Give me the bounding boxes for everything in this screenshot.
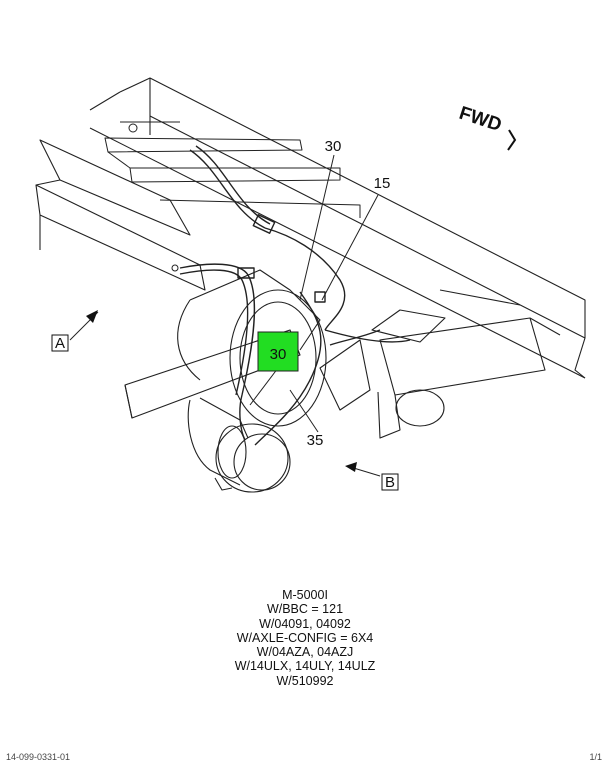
note-line: W/BBC = 121	[266, 602, 344, 617]
cross-members	[104, 121, 361, 272]
view-b-label: B	[385, 474, 395, 491]
note-line: W/04091, 04092	[259, 616, 351, 631]
view-b-arrowhead	[345, 462, 357, 472]
page-number: 1/1	[589, 752, 602, 762]
view-a-arrowhead	[86, 310, 98, 323]
callout-hose-right[interactable]: 15	[374, 175, 391, 192]
axle-housing	[124, 269, 327, 427]
callout-hose-upper[interactable]: 30	[325, 138, 342, 155]
parts-diagram: 30 30 15 35 A B FWD	[35, 77, 586, 493]
drawing-number: 14-099-0331-01	[6, 752, 71, 762]
fwd-label: FWD	[456, 103, 504, 136]
note-line: M-5000I	[282, 588, 328, 602]
frame-rail-upper	[89, 77, 586, 379]
callout-hose-lower[interactable]: 35	[307, 432, 324, 449]
air-hoses	[179, 145, 411, 446]
note-line: W/AXLE-CONFIG = 6X4	[236, 630, 374, 645]
brake-chamber	[187, 397, 291, 493]
view-a-label: A	[55, 335, 65, 352]
fwd-arrow-icon	[507, 129, 517, 151]
view-a-box	[51, 334, 69, 352]
note-line: W/510992	[276, 673, 334, 688]
highlight-callout-box[interactable]	[257, 331, 299, 372]
mounting-bracket	[319, 289, 561, 439]
applicability-notes: M-5000I W/BBC = 121 W/04091, 04092 W/AXL…	[0, 588, 610, 688]
note-line: W/04AZA, 04AZJ	[256, 645, 354, 660]
frame-rail-left	[35, 139, 206, 291]
note-line: W/14ULX, 14ULY, 14ULZ	[234, 659, 376, 674]
view-b-box	[381, 473, 399, 491]
leader-lines	[69, 154, 381, 477]
callout-highlighted: 30	[270, 346, 287, 363]
